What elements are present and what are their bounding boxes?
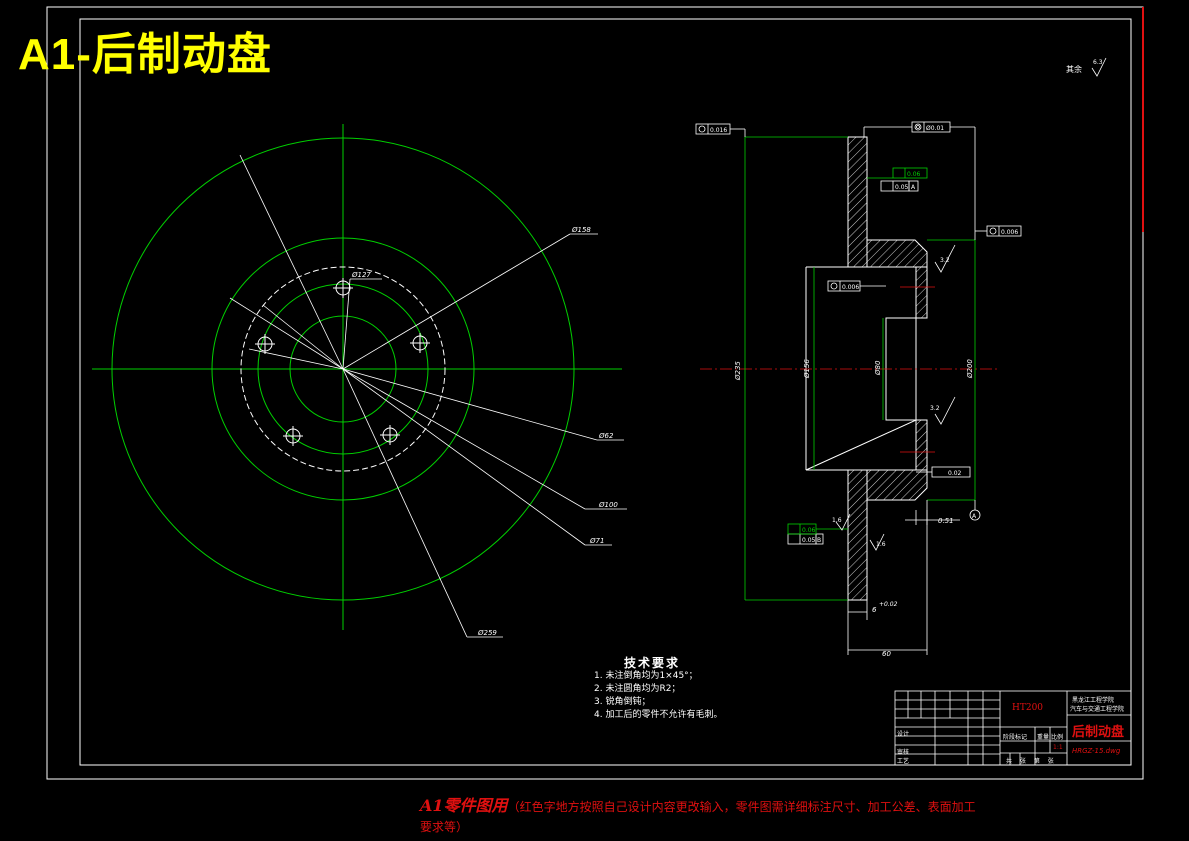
dim-thickness-tol: +0.02	[879, 601, 898, 608]
roughness-general-note: 其余	[1066, 64, 1082, 74]
note-item: 1. 未注倒角均为1×45°；	[594, 671, 698, 681]
tol-par-2-datum: B	[817, 537, 821, 544]
title-scale-value: 1:1	[1053, 744, 1063, 751]
title-label-stage: 阶段标记	[1003, 734, 1028, 741]
dim-d62: Ø62	[598, 432, 614, 440]
notes-title: 技术要求	[624, 656, 681, 670]
title-code: HRGZ-15.dwg	[1072, 747, 1121, 755]
front-view: Ø158 Ø127 Ø62 Ø100 Ø71 Ø259	[92, 124, 627, 638]
dim-d259: Ø259	[477, 629, 497, 637]
dim-d200: Ø200	[966, 359, 974, 379]
tol-flat-bottom: 0.02	[948, 470, 962, 477]
footer-instruction: A1零件图用（红色字地方按照自己设计内容更改输入，零件图需详细标注尺寸、加工公差…	[420, 796, 980, 837]
title-label-design: 设计	[897, 731, 910, 738]
technical-requirements: 技术要求 1. 未注倒角均为1×45°； 2. 未注圆角均为R2； 3. 锐角倒…	[594, 657, 722, 722]
dim-d100: Ø100	[598, 501, 618, 509]
title-sheet: 共 张 第 张	[1006, 758, 1057, 765]
note-item: 4. 加工后的零件不允许有毛刺。	[594, 710, 723, 720]
dim-thickness: 6	[872, 606, 877, 614]
dim-d71: Ø71	[589, 537, 604, 545]
footer-text: （红色字地方按照自己设计内容更改输入，零件图需详细标注尺寸、加工公差、表面加工要…	[420, 800, 976, 834]
tol-circ-left: 0.016	[710, 127, 727, 134]
dim-width-60: 60	[882, 650, 891, 658]
sheet-inner-border	[79, 18, 1132, 766]
tol-flat-2: 0.06	[802, 527, 816, 534]
tol-circ-mid: 0.006	[842, 284, 859, 291]
title-dept: 汽车与交通工程学院	[1070, 706, 1125, 713]
title-label-scale: 比例	[1051, 734, 1064, 741]
title-label-check: 审核	[897, 749, 910, 756]
note-item: 3. 锐角倒钝；	[594, 697, 651, 707]
datum-a-label: A	[972, 513, 977, 520]
dim-d158: Ø158	[571, 226, 591, 234]
title-block	[894, 690, 1132, 766]
title-label-weight: 重量	[1037, 734, 1050, 741]
title-part-name: 后制动盘	[1072, 725, 1125, 740]
dim-step: 0.51	[938, 517, 954, 525]
tol-par-1-datum: A	[911, 184, 916, 191]
sheet-outer-border	[46, 6, 1144, 780]
tol-pos-top: Ø0.01	[926, 125, 944, 132]
roughness-r4: 1.6	[876, 541, 886, 548]
title-label-process: 工艺	[897, 758, 910, 765]
tol-flat-1: 0.06	[907, 171, 921, 178]
roughness-r2: 3.2	[930, 405, 940, 412]
tol-par-2: 0.05	[802, 537, 816, 544]
dim-d80: Ø80	[874, 360, 882, 376]
dim-d127: Ø127	[351, 271, 371, 279]
dim-d156: Ø156	[803, 359, 811, 379]
title-material: HT200	[1012, 703, 1044, 713]
section-view: Ø235 Ø156 Ø80 Ø200 60 6 +0.02 0.51	[695, 57, 1107, 658]
title-school: 黑龙江工程学院	[1072, 697, 1115, 704]
roughness-general-value: 6.3	[1093, 59, 1103, 66]
note-item: 2. 未注圆角均为R2；	[594, 684, 681, 694]
roughness-r3: 1.6	[832, 517, 842, 524]
dim-d235: Ø235	[734, 361, 742, 381]
tol-circ-right: 0.006	[1001, 229, 1018, 236]
drawing-banner-title: A1-后制动盘	[18, 30, 272, 79]
tol-par-1: 0.05	[895, 184, 909, 191]
footer-lead: A1零件图用	[420, 796, 508, 815]
roughness-r1: 3.2	[940, 257, 950, 264]
